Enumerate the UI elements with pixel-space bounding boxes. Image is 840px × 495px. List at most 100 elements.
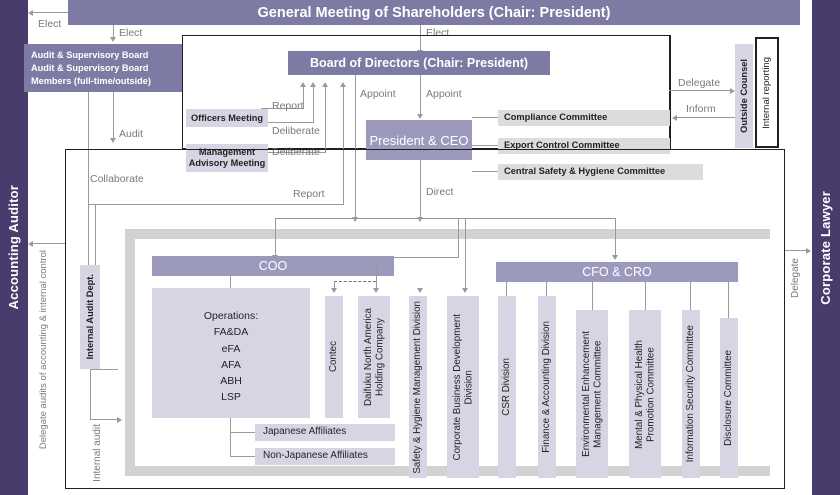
committee-export-control-box: Export Control Committee [498, 138, 670, 154]
daifuku-north-america-label: Daifuku North America Holding Company [362, 307, 385, 406]
edge-cfo-child-2-line [592, 282, 593, 312]
edge-audit-label: Audit [119, 128, 143, 140]
edge-committee-0-line [472, 117, 500, 118]
edge-contec-dashed [334, 281, 376, 282]
officers-meeting-label: Officers Meeting [191, 113, 263, 123]
audit-supervisory-line1: Audit & Supervisory Board [31, 50, 149, 60]
committee-central-safety-box: Central Safety & Hygiene Committee [498, 164, 703, 180]
committee-central-safety-label: Central Safety & Hygiene Committee [504, 166, 666, 176]
disclosure-committee-box: Disclosure Committee [720, 318, 738, 478]
internal-audit-dept-label: Internal Audit Dept. [84, 274, 95, 360]
edge-affiliate-1-run [230, 456, 256, 457]
internal-reporting-label: Internal reporting [760, 56, 772, 129]
edge-committee-1-line [472, 145, 500, 146]
safety-hygiene-management-division-box: Safety & Hygiene Management Division [409, 296, 427, 478]
edge-elect-left-label: Elect [38, 18, 62, 30]
edge-direct-arrow [417, 217, 423, 222]
operations-box: Operations: FA&DA eFA AFA ABH LSP [152, 288, 310, 418]
information-security-committee-box: Information Security Committee [682, 310, 700, 478]
environmental-enhancement-management-committee-label: Environmental Enhancement Management Com… [580, 331, 603, 457]
coo-label: COO [258, 259, 288, 273]
edge-internal-audit-riser [95, 204, 96, 265]
corporate-business-development-division-box: Corporate Business Development Division [447, 296, 479, 478]
edge-inform-line [677, 117, 735, 118]
daifuku-north-america-box: Daifuku North America Holding Company [358, 296, 390, 418]
committee-compliance-label: Compliance Committee [504, 112, 608, 122]
edge-collaborate-label: Collaborate [90, 173, 144, 185]
edge-corporate-business-line [465, 218, 466, 288]
edge-deliberate-advisory-run [261, 152, 326, 153]
environmental-enhancement-management-committee-box: Environmental Enhancement Management Com… [576, 310, 608, 478]
edge-bus-to-coo [275, 218, 276, 256]
edge-elect-right-line [420, 25, 421, 51]
edge-delegate-audits-label: Delegate audits of accounting & internal… [38, 250, 49, 450]
edge-report-bottom-label: Report [293, 188, 325, 200]
operations-item-2: AFA [221, 358, 241, 371]
non-japanese-affiliates-label: Non-Japanese Affiliates [263, 450, 368, 461]
edge-deliberate-advisory-arrow [322, 82, 328, 87]
committee-export-control-label: Export Control Committee [504, 140, 620, 150]
president-ceo-box: President & CEO [366, 120, 472, 160]
edge-elect-mid-label: Elect [119, 27, 143, 39]
csr-division-box: CSR Division [498, 296, 516, 478]
audit-supervisory-line2: Audit & Supervisory Board [31, 63, 149, 74]
edge-cfo-child-1-line [546, 282, 547, 298]
edge-delegate-counsel-arrow [730, 87, 735, 94]
contec-label: Contec [328, 341, 340, 373]
edge-report-bottom-arrow [340, 82, 346, 87]
edge-appoint-left-label: Appoint [360, 88, 396, 100]
edge-report-officers-label: Report [272, 100, 304, 112]
edge-collaborate-line [88, 92, 89, 270]
information-security-committee-label: Information Security Committee [685, 325, 697, 463]
edge-daifuku-arrow [373, 288, 379, 293]
operating-region-frame [65, 149, 785, 489]
audit-supervisory-board-box: Audit & Supervisory Board Audit & Superv… [24, 44, 182, 92]
outside-counsel-box: Outside Counsel [735, 44, 753, 148]
csr-division-label: CSR Division [501, 358, 513, 416]
edge-internal-audit-down [90, 369, 91, 419]
edge-report-officers-arrow [300, 82, 306, 87]
general-meeting-label: General Meeting of Shareholders (Chair: … [257, 4, 611, 21]
edge-coo-operations [230, 276, 231, 288]
edge-internal-audit-spacer [90, 369, 118, 370]
rail-accounting-auditor-label: Accounting Auditor [5, 185, 21, 310]
edge-report-officers-riser [303, 87, 304, 109]
edge-affiliate-0-run [230, 432, 256, 433]
edge-internal-audit-run [90, 419, 118, 420]
edge-delegate-counsel-label: Delegate [678, 77, 721, 89]
edge-inform-label: Inform [686, 103, 716, 115]
edge-delegate-audits-line [32, 243, 65, 244]
board-of-directors-box: Board of Directors (Chair: President) [288, 51, 550, 75]
edge-cfo-cro-line [615, 218, 616, 256]
edge-corporate-business-arrow [462, 288, 468, 293]
internal-audit-dept-box: Internal Audit Dept. [80, 265, 100, 369]
japanese-affiliates-box: Japanese Affiliates [255, 424, 395, 441]
edge-safety-hygiene-arrow [417, 288, 423, 293]
edge-deliberate-officers-arrow [310, 82, 316, 87]
edge-elect-left-line [32, 12, 68, 13]
edge-delegate-lawyer-label: Delegate [790, 258, 801, 299]
edge-contec-arrow [331, 288, 337, 293]
rail-accounting-auditor: Accounting Auditor [0, 0, 28, 495]
edge-internal-audit-arrow [117, 416, 122, 423]
mental-physical-health-promotion-committee-box: Mental & Physical Health Promotion Commi… [629, 310, 661, 478]
edge-committee-2-line [472, 171, 500, 172]
edge-appoint-right-arrow [417, 114, 423, 119]
finance-accounting-division-box: Finance & Accounting Division [538, 296, 556, 478]
operations-item-4: LSP [221, 391, 241, 404]
edge-report-officers-run [261, 108, 304, 109]
edge-deliberate-advisory-riser [325, 87, 326, 153]
cfo-cro-box: CFO & CRO [496, 262, 738, 282]
disclosure-committee-label: Disclosure Committee [723, 350, 735, 446]
internal-reporting-box: Internal reporting [755, 37, 779, 148]
management-advisory-meeting-box: Management Advisory Meeting [186, 144, 268, 172]
general-meeting-of-shareholders-box: General Meeting of Shareholders (Chair: … [68, 0, 800, 25]
board-of-directors-label: Board of Directors (Chair: President) [309, 56, 529, 70]
mental-physical-health-promotion-committee-label: Mental & Physical Health Promotion Commi… [633, 339, 656, 449]
edge-elect-right-label: Elect [426, 27, 450, 39]
edge-cfo-cro-arrow [612, 255, 618, 260]
edge-direct-line [420, 160, 421, 218]
edge-affiliates-riser [230, 418, 231, 456]
edge-deliberate-officers-riser [313, 87, 314, 123]
